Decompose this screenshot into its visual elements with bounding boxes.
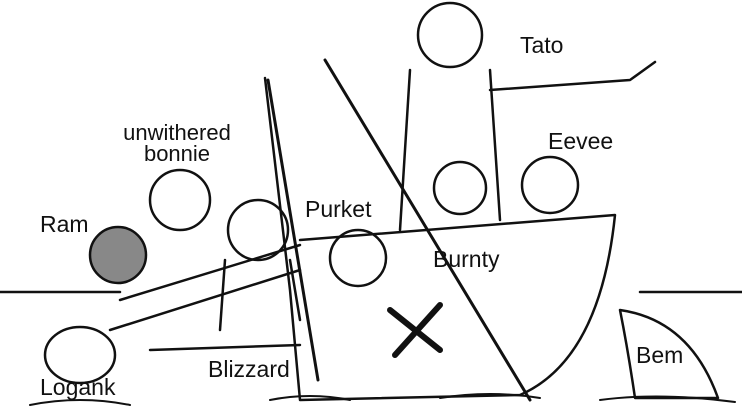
shark-fin bbox=[618, 308, 720, 400]
label-tato: Tato bbox=[520, 32, 564, 58]
oar-left bbox=[266, 78, 320, 382]
label-blizzard: Blizzard bbox=[208, 356, 290, 382]
label-eevee: Eevee bbox=[548, 128, 614, 154]
oar-right bbox=[323, 58, 532, 402]
label-purket: Purket bbox=[305, 196, 372, 222]
label-ram: Ram bbox=[40, 211, 89, 237]
tato-head bbox=[416, 1, 484, 69]
label-burnty: Burnty bbox=[433, 246, 500, 272]
label-unwithered-line1: unwithered bbox=[123, 120, 231, 145]
tato-body bbox=[398, 60, 657, 232]
label-bem: Bem bbox=[636, 342, 684, 368]
x-mark bbox=[387, 302, 443, 358]
label-unwithered-line2: bonnie bbox=[143, 141, 211, 166]
label-unwithered-bonnie: unwithered bonnie bbox=[116, 120, 238, 166]
label-logank: Logank bbox=[40, 374, 116, 400]
